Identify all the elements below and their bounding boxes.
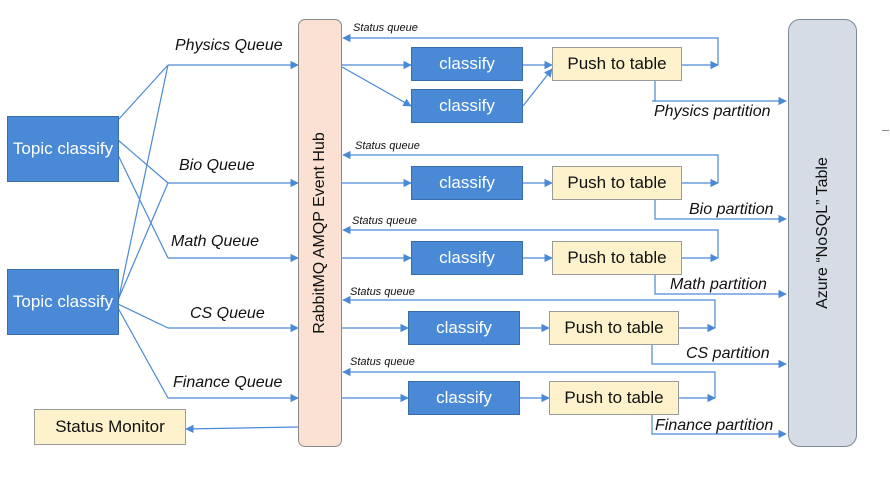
push-to-table-box: Push to table <box>549 381 679 415</box>
partition-label-physics: Physics partition <box>654 103 771 120</box>
classify-box: classify <box>411 47 523 81</box>
azure-table-bar: Azure “NoSQL” Table <box>788 19 857 447</box>
queue-label-finance: Finance Queue <box>173 374 283 391</box>
fan-line <box>117 64 169 121</box>
partition-label-bio: Bio partition <box>689 201 774 218</box>
push-to-table-box: Push to table <box>552 241 682 275</box>
topic-classify-label: Topic classify <box>12 292 114 311</box>
queue-label-physics: Physics Queue <box>175 37 283 54</box>
fan-line <box>117 139 169 184</box>
status-queue-label: Status queue <box>352 215 417 227</box>
classify-box: classify <box>408 381 520 415</box>
status-queue-label: Status queue <box>355 140 420 152</box>
topic-classify-box-1: Topic classify <box>7 116 119 182</box>
status-queue-label: Status queue <box>350 286 415 298</box>
fan-line <box>117 64 169 303</box>
azure-table-label: Azure “NoSQL” Table <box>813 157 831 309</box>
partition-label-math: Math partition <box>670 276 767 293</box>
push-to-table-box: Push to table <box>552 47 682 81</box>
status-queue-label: Status queue <box>353 22 418 34</box>
edge-tick <box>882 130 889 131</box>
topic-classify-label: Topic classify <box>12 139 114 158</box>
status-monitor-box: Status Monitor <box>34 409 186 445</box>
status-queue-label: Status queue <box>350 356 415 368</box>
status-monitor-label: Status Monitor <box>55 417 165 436</box>
push-to-table-box: Push to table <box>552 166 682 200</box>
fan-line <box>117 182 169 301</box>
partition-label-finance: Finance partition <box>655 417 774 434</box>
event-hub-label: RabbitMQ AMQP Event Hub <box>311 132 329 334</box>
classify-box: classify <box>411 89 523 123</box>
event-hub-bar: RabbitMQ AMQP Event Hub <box>298 19 342 447</box>
classify-box: classify <box>411 166 523 200</box>
classify-box: classify <box>408 311 520 345</box>
queue-label-cs: CS Queue <box>190 305 265 322</box>
queue-label-math: Math Queue <box>171 233 260 250</box>
fan-line <box>117 154 169 259</box>
partition-label-cs: CS partition <box>686 345 770 362</box>
fan-line <box>117 303 169 329</box>
classify-box: classify <box>411 241 523 275</box>
monitor-arrow <box>185 424 299 434</box>
topic-classify-box-2: Topic classify <box>7 269 119 335</box>
queue-label-bio: Bio Queue <box>179 157 255 174</box>
push-to-table-box: Push to table <box>549 311 679 345</box>
fan-line <box>117 307 169 399</box>
